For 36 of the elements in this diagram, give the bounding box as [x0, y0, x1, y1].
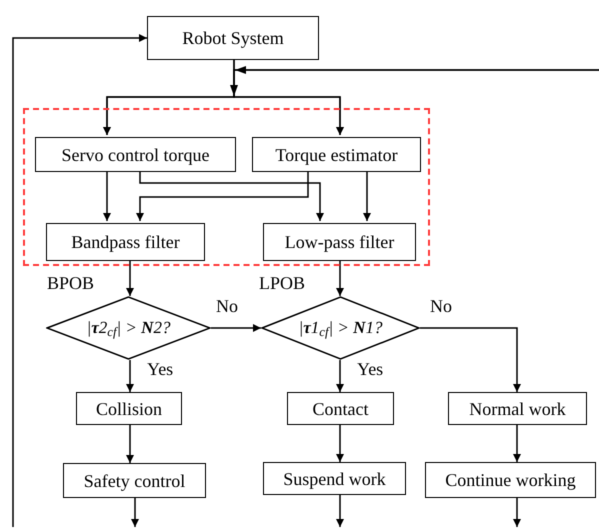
edge-label: Yes	[147, 360, 174, 378]
process-box: Suspend work	[263, 462, 406, 495]
condition-text: |τ1$_{cf}$| > N1?	[298, 317, 382, 341]
process-box: Low-pass filter	[263, 223, 416, 261]
process-box: Normal work	[448, 392, 587, 425]
arrow	[126, 425, 134, 463]
arrow	[363, 170, 371, 221]
arrow	[233, 69, 599, 135]
arrow	[131, 498, 139, 527]
process-box: Torque estimator	[252, 137, 421, 172]
condition-text: |τ2$_{cf}$| > N2?	[86, 317, 170, 341]
arrow	[513, 498, 521, 527]
edge-label: No	[216, 297, 238, 315]
arrow	[126, 360, 134, 392]
node-caption: BPOB	[47, 274, 94, 292]
arrow	[126, 259, 134, 296]
arrow	[336, 259, 344, 296]
process-box: Contact	[287, 392, 394, 425]
edge-label: Yes	[357, 360, 384, 378]
arrow	[336, 425, 344, 462]
node-caption: LPOB	[259, 274, 306, 292]
arrow	[336, 495, 344, 527]
process-box: Bandpass filter	[46, 223, 205, 261]
dashed-group-frame	[23, 108, 430, 266]
process-box: Continue working	[425, 462, 596, 498]
arrow	[211, 324, 261, 332]
arrow	[513, 425, 521, 462]
arrow	[12, 34, 147, 527]
arrow	[103, 170, 111, 221]
process-box: Safety control	[63, 463, 206, 498]
process-box: Robot System	[147, 16, 319, 60]
edge-label: No	[430, 297, 452, 315]
process-box: Collision	[76, 392, 182, 425]
arrow	[420, 327, 521, 392]
arrow	[336, 360, 344, 392]
process-box: Servo control torque	[35, 137, 236, 172]
